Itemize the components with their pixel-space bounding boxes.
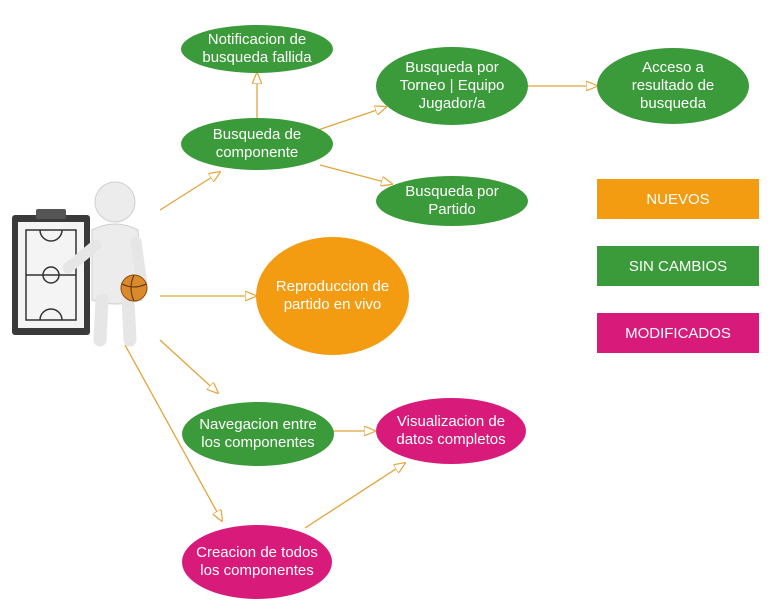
coach-with-tactics-board-icon xyxy=(10,180,160,350)
node-busqueda-por-partido: Busqueda por Partido xyxy=(376,176,528,226)
arrow-actor-to-creacion xyxy=(124,344,222,521)
arrow-actor-to-navegacion xyxy=(159,339,218,393)
node-visualizacion-datos-completos: Visualizacion de datos completos xyxy=(376,398,526,464)
node-navegacion-entre-componentes: Navegacion entre los componentes xyxy=(182,402,334,466)
arrow-busqueda-to-partido xyxy=(319,164,392,184)
node-busqueda-de-componente: Busqueda de componente xyxy=(181,118,333,170)
legend-modificados: MODIFICADOS xyxy=(597,313,759,353)
node-creacion-de-todos-componentes: Creacion de todos los componentes xyxy=(182,525,332,599)
node-reproduccion-partido-en-vivo: Reproduccion de partido en vivo xyxy=(256,237,409,355)
arrow-busqueda-to-torneo xyxy=(317,107,386,131)
arrow-creacion-to-visualizacion xyxy=(304,463,405,529)
arrow-actor-to-busqueda-componente xyxy=(159,172,220,211)
legend-nuevos: NUEVOS xyxy=(597,179,759,219)
node-notificacion-busqueda-fallida: Notificacion de busqueda fallida xyxy=(181,25,333,73)
node-busqueda-por-torneo: Busqueda por Torneo | Equipo Jugador/a xyxy=(376,47,528,125)
node-acceso-a-resultado: Acceso a resultado de busqueda xyxy=(597,48,749,124)
legend-sin-cambios: SIN CAMBIOS xyxy=(597,246,759,286)
